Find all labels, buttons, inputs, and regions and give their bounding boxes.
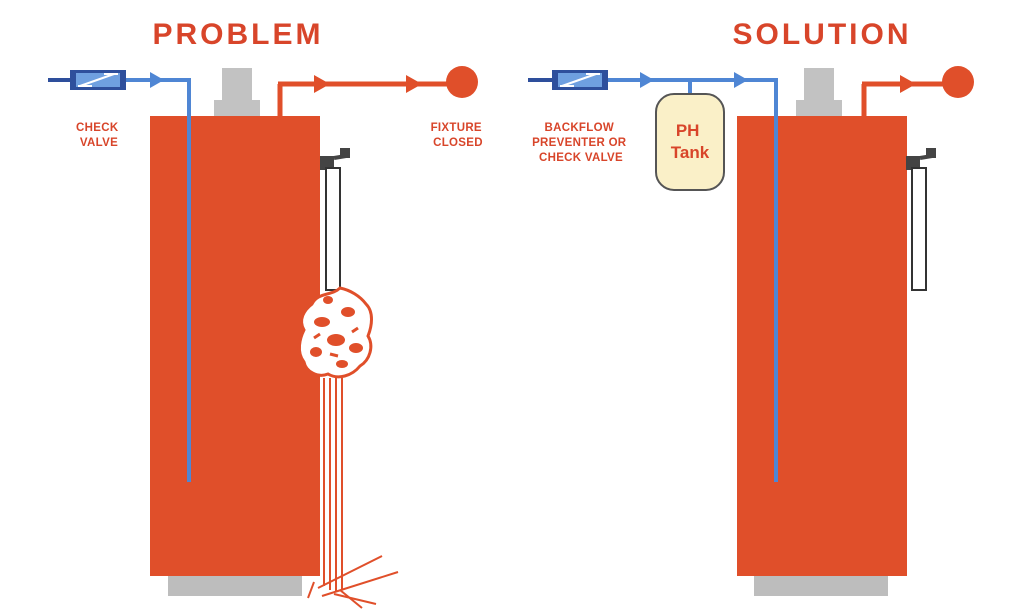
problem-panel: PROBLEM CHECK VALVE — [48, 18, 486, 609]
fixture-closed-label: FIXTURE CLOSED — [431, 122, 486, 149]
check-valve-label-line: VALVE — [80, 137, 118, 149]
fixture-icon — [942, 66, 974, 98]
problem-cold-inlet-pipe — [48, 72, 191, 482]
ph-tank-label: PH Tank — [671, 121, 710, 162]
fixture-icon — [446, 66, 478, 98]
solution-hot-outlet-pipe — [861, 75, 950, 118]
problem-hot-outlet-pipe — [277, 75, 452, 118]
check-valve-icon — [70, 70, 126, 90]
relief-valve-icon — [320, 148, 350, 291]
solution-flow-arrow-cold — [640, 72, 654, 88]
solution-flue-collar — [796, 100, 842, 118]
solution-heater-tank — [737, 116, 907, 576]
solution-heading: SOLUTION — [733, 18, 912, 51]
ph-tank-label-line: PH — [676, 121, 700, 140]
problem-flue-collar — [214, 100, 260, 118]
expansion-tank-icon: PH Tank — [655, 93, 725, 191]
ph-tank-label-line: Tank — [671, 143, 710, 162]
check-valve-label: CHECK VALVE — [76, 122, 122, 149]
problem-heater-base — [168, 576, 302, 596]
problem-flow-arrow-hot — [314, 75, 330, 93]
solution-flow-arrow-hot — [900, 75, 916, 93]
backflow-label-line: BACKFLOW — [545, 122, 614, 134]
burst-icon — [297, 286, 373, 379]
problem-flow-arrow-hot — [406, 75, 422, 93]
relief-valve-icon — [906, 148, 936, 291]
solution-flow-arrow-cold — [734, 72, 748, 88]
discharge-spray — [307, 378, 399, 609]
backflow-preventer-label: BACKFLOW PREVENTER OR CHECK VALVE — [532, 122, 630, 164]
backflow-label-line: CHECK VALVE — [539, 152, 623, 164]
fixture-label-line: CLOSED — [433, 137, 483, 149]
backflow-label-line: PREVENTER OR — [532, 137, 627, 149]
solution-heater-base — [754, 576, 888, 596]
check-valve-label-line: CHECK — [76, 122, 119, 134]
solution-panel: SOLUTION BACKFLOW PREVENTER OR — [528, 18, 974, 596]
solution-cold-inlet-pipe — [528, 72, 778, 482]
backflow-preventer-icon — [552, 70, 608, 90]
problem-flow-arrow-cold — [150, 72, 164, 88]
problem-heater-tank — [150, 116, 320, 576]
problem-heading: PROBLEM — [153, 18, 324, 51]
fixture-label-line: FIXTURE — [431, 122, 482, 134]
